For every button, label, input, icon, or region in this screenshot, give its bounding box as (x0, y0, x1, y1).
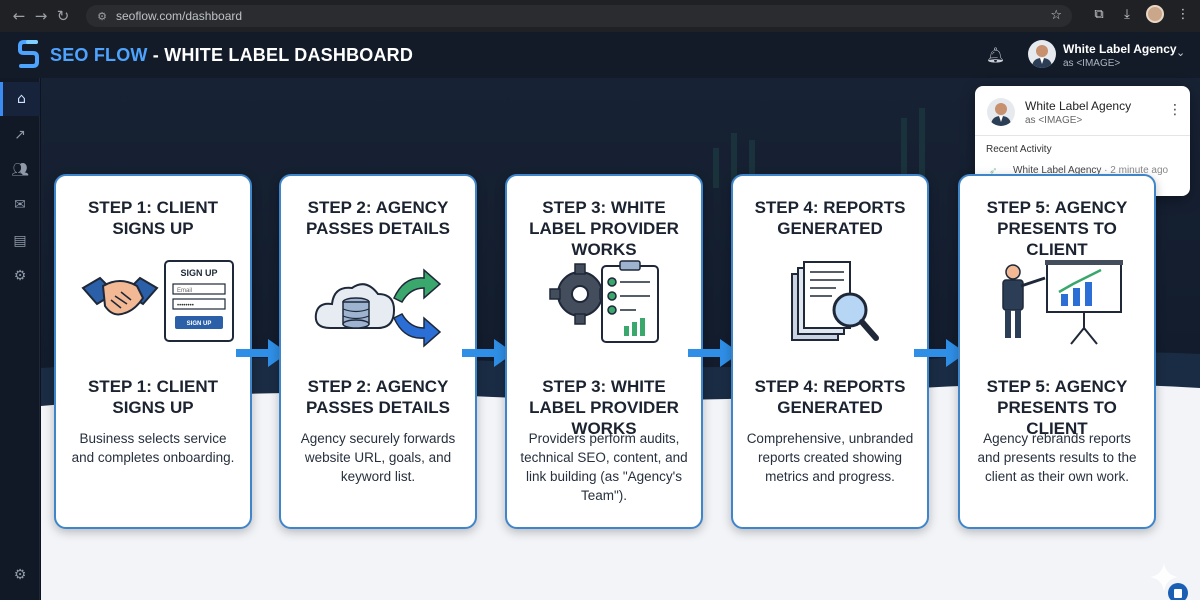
activity-item[interactable]: White Label Agency · 2 minute ago (1013, 165, 1168, 176)
user-name[interactable]: White Label Agency (1063, 42, 1177, 56)
step-description: Agency securely forwards website URL, go… (300, 431, 456, 484)
divider (975, 135, 1190, 136)
dropdown-user-role: as <IMAGE> (1025, 115, 1083, 126)
browser-actions: ⧉ ⤓ ⋮ (1090, 5, 1192, 23)
more-options-icon[interactable]: ⋮ (1168, 102, 1182, 118)
dropdown-user-name: White Label Agency (1025, 99, 1132, 113)
step-card-2: STEP 2: AGENCY PASSES DETAILS STEP 2: AG… (279, 174, 477, 529)
step-title: STEP 5: AGENCY PRESENTS TO CLIENT (986, 198, 1128, 259)
signup-email-field: Email (177, 288, 192, 294)
step-subtitle: STEP 4: REPORTS GENERATED (754, 377, 906, 417)
activity-time: · 2 minute ago (1101, 165, 1169, 176)
signup-password-field: •••••••• (177, 303, 194, 309)
dropdown-avatar (987, 98, 1015, 126)
settings-icon[interactable]: ⚙ (13, 268, 27, 284)
recent-activity-label: Recent Activity (986, 144, 1052, 155)
layout-icon[interactable]: ▤ (13, 233, 27, 249)
gear-checklist-icon (549, 260, 659, 343)
site-info-icon[interactable]: ⚙ (97, 9, 107, 23)
step-title: STEP 3: WHITE LABEL PROVIDER WORKS (529, 198, 679, 259)
back-icon[interactable]: ← (12, 7, 26, 25)
step-description: Comprehensive, unbranded reports created… (746, 431, 914, 484)
chevron-down-icon[interactable]: ⌄ (1176, 46, 1186, 59)
users-icon[interactable]: 👥︎ (11, 162, 29, 178)
step-card-1: STEP 1: CLIENT SIGNS UP SIGN UP Email ••… (54, 174, 252, 529)
sidebar: ⌂ ↗ 👥︎ ✉ ▤ ⚙ ⚙ (0, 78, 40, 600)
signup-form-title: SIGN UP (180, 268, 217, 278)
step-card-3: STEP 3: WHITE LABEL PROVIDER WORKS (505, 174, 703, 529)
address-bar[interactable]: ⚙ seoflow.com/dashboard ☆ (86, 5, 1072, 27)
step-subtitle: STEP 3: WHITE LABEL PROVIDER WORKS (529, 377, 679, 438)
step-subtitle: STEP 2: AGENCY PASSES DETAILS (306, 377, 450, 417)
handshake-signup-icon: SIGN UP Email •••••••• SIGN UP (81, 260, 234, 342)
presenter-chart-icon (1002, 260, 1123, 345)
footer-settings-icon[interactable]: ⚙ (13, 567, 27, 583)
extensions-icon[interactable]: ⧉ (1094, 6, 1104, 22)
signup-form-button: SIGN UP (187, 321, 212, 327)
step-description: Business selects service and completes o… (71, 431, 235, 465)
browser-toolbar: ← → ↻ ⚙ seoflow.com/dashboard ☆ ⧉ ⤓ ⋮ (0, 0, 1200, 32)
step-card-5: STEP 5: AGENCY PRESENTS TO CLIENT STEP 5… (958, 174, 1156, 529)
app-header: SEO FLOW - WHITE LABEL DASHBOARD 🔔︎ Whit… (0, 32, 1200, 78)
home-icon[interactable]: ⌂ (0, 82, 40, 116)
user-avatar[interactable] (1028, 40, 1056, 68)
step-title: STEP 2: AGENCY PASSES DETAILS (306, 198, 450, 238)
browser-menu-icon[interactable]: ⋮ (1176, 6, 1190, 22)
cloud-database-icon (314, 268, 442, 348)
chat-widget-icon[interactable] (1150, 563, 1190, 600)
arrow-right-icon (914, 339, 966, 367)
step-description: Agency rebrands reports and presents res… (977, 431, 1137, 484)
reload-icon[interactable]: ↻ (56, 7, 70, 25)
dashboard-title: - WHITE LABEL DASHBOARD (147, 45, 414, 65)
notification-bell-icon[interactable]: 🔔︎ (986, 46, 1006, 64)
step-subtitle: STEP 5: AGENCY PRESENTS TO CLIENT (986, 377, 1128, 438)
arrow-right-icon (236, 339, 288, 367)
activity-name: White Label Agency (1013, 165, 1102, 176)
activity-icon: ➶ (989, 166, 998, 177)
user-role: as <IMAGE> (1063, 58, 1121, 69)
report-magnifier-icon (791, 261, 879, 341)
bookmark-star-icon[interactable]: ☆ (1050, 8, 1062, 23)
step-description: Providers perform audits, technical SEO,… (520, 431, 688, 503)
download-icon[interactable]: ⤓ (1124, 6, 1130, 22)
url-text[interactable]: seoflow.com/dashboard (116, 9, 243, 23)
seo-flow-logo[interactable] (18, 39, 40, 69)
brand-name: SEO FLOW (50, 45, 148, 65)
step-card-4: STEP 4: REPORTS GENERATED STEP 4: REPORT… (731, 174, 929, 529)
step-title: STEP 1: CLIENT SIGNS UP (87, 198, 219, 238)
profile-avatar[interactable] (1146, 5, 1164, 23)
step-subtitle: STEP 1: CLIENT SIGNS UP (87, 377, 219, 417)
analytics-icon[interactable]: ↗ (14, 127, 26, 143)
page-title: SEO FLOW - WHITE LABEL DASHBOARD (50, 45, 413, 66)
forward-icon[interactable]: → (34, 7, 48, 25)
step-title: STEP 4: REPORTS GENERATED (754, 198, 906, 238)
arrow-right-icon (462, 339, 514, 367)
inbox-icon[interactable]: ✉ (14, 197, 26, 213)
arrow-right-icon (688, 339, 740, 367)
